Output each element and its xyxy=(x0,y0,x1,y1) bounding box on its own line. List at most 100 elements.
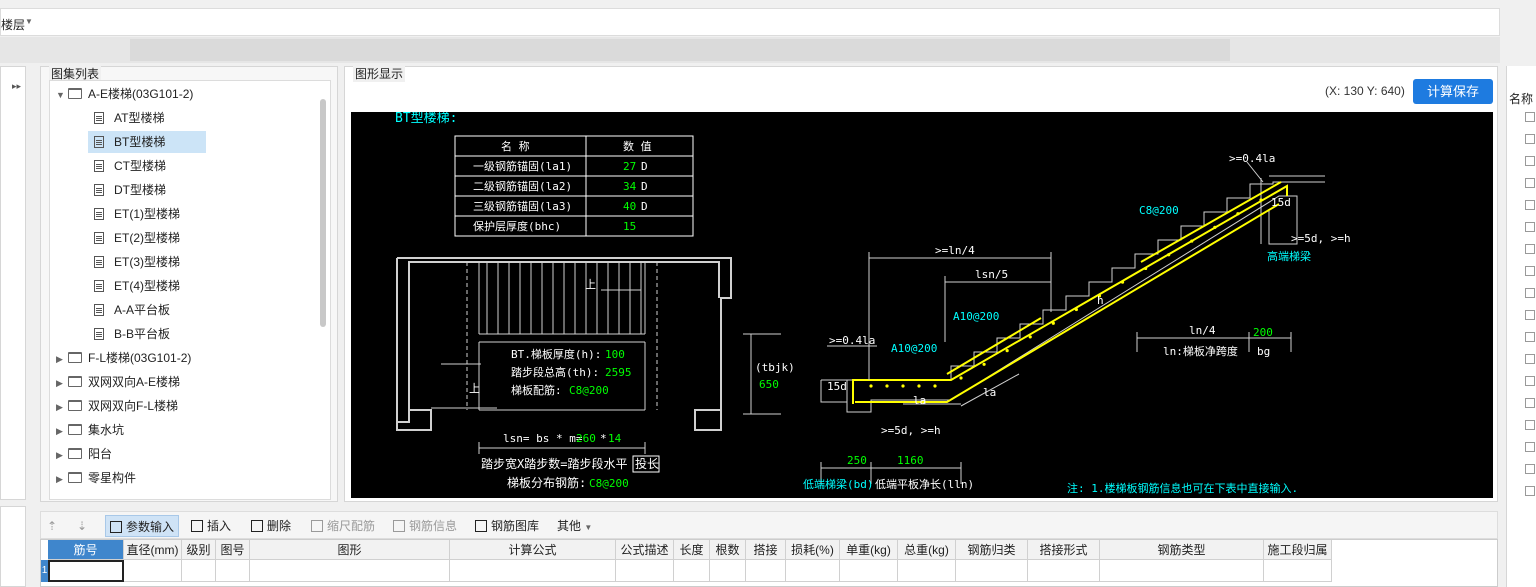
tree-doc-node[interactable]: ET(3)型楼梯 xyxy=(88,251,180,273)
tree-doc-node[interactable]: BT型楼梯 xyxy=(88,131,206,153)
grid-cell[interactable] xyxy=(746,560,786,582)
grid-cell[interactable] xyxy=(48,560,124,582)
tree-doc-node[interactable]: CT型楼梯 xyxy=(88,155,166,177)
other-menu-button[interactable]: 其他 ▼ xyxy=(557,515,592,537)
tree-doc-node[interactable]: AT型楼梯 xyxy=(88,107,164,129)
row-checkbox[interactable] xyxy=(1525,398,1535,408)
grid-cell[interactable] xyxy=(710,560,746,582)
grid-cell[interactable] xyxy=(674,560,710,582)
move-down-icon[interactable]: ⇣ xyxy=(77,519,88,533)
row-checkbox[interactable] xyxy=(1525,288,1535,298)
rebar-dot xyxy=(1236,212,1240,216)
grid-column-header[interactable]: 搭接形式 xyxy=(1028,540,1100,560)
row-checkbox[interactable] xyxy=(1525,464,1535,474)
grid-cell[interactable] xyxy=(1100,560,1264,582)
row-checkbox[interactable] xyxy=(1525,134,1535,144)
expand-right-icon[interactable]: ▶ xyxy=(56,354,63,364)
expand-right-icon[interactable]: ▶ xyxy=(56,426,63,436)
param-input-icon xyxy=(110,521,122,533)
grid-column-header[interactable]: 损耗(%) xyxy=(786,540,840,560)
grid-column-header[interactable]: 根数 xyxy=(710,540,746,560)
row-checkbox[interactable] xyxy=(1525,156,1535,166)
move-up-icon[interactable]: ⇡ xyxy=(47,519,58,533)
tree-doc-node[interactable]: A-A平台板 xyxy=(88,299,170,321)
tree-doc-node[interactable]: ET(4)型楼梯 xyxy=(88,275,180,297)
grid-column-header[interactable]: 钢筋类型 xyxy=(1100,540,1264,560)
row-checkbox[interactable] xyxy=(1525,310,1535,320)
tree-doc-node[interactable]: B-B平台板 xyxy=(88,323,170,345)
floor-selector[interactable]: 楼层 ▼ xyxy=(0,8,1500,36)
grid-column-header[interactable]: 钢筋归类 xyxy=(956,540,1028,560)
tree-folder-node[interactable]: ▼A-E楼梯(03G101-2) xyxy=(50,83,193,105)
tree-folder-node[interactable]: ▶集水坑 xyxy=(50,419,124,441)
row-checkbox[interactable] xyxy=(1525,332,1535,342)
grid-column-header[interactable]: 单重(kg) xyxy=(840,540,898,560)
row-checkbox[interactable] xyxy=(1525,222,1535,232)
row-checkbox[interactable] xyxy=(1525,266,1535,276)
grid-cell[interactable] xyxy=(616,560,674,582)
expand-down-icon[interactable]: ▼ xyxy=(56,90,65,100)
grid-column-header[interactable]: 图号 xyxy=(216,540,250,560)
expand-right-icon[interactable]: ▶ xyxy=(56,450,63,460)
grid-cell[interactable] xyxy=(898,560,956,582)
grid-column-header[interactable]: 图形 xyxy=(250,540,450,560)
grid-cell[interactable] xyxy=(956,560,1028,582)
drawing-note: 注: 1.楼梯板钢筋信息也可在下表中直接输入. xyxy=(1067,481,1298,495)
grid-cell[interactable] xyxy=(450,560,616,582)
table-header-name: 名 称 xyxy=(501,139,530,153)
delete-button[interactable]: 删除 xyxy=(251,515,291,537)
grid-column-header[interactable]: 总重(kg) xyxy=(898,540,956,560)
grid-cell[interactable] xyxy=(1028,560,1100,582)
tree-scrollbar[interactable] xyxy=(320,99,326,327)
chevron-down-icon[interactable]: ▼ xyxy=(25,17,33,26)
tree-folder-node[interactable]: ▶双网双向F-L楼梯 xyxy=(50,395,178,417)
expand-icon[interactable]: ▸▸ xyxy=(11,81,21,91)
grid-cell[interactable] xyxy=(786,560,840,582)
expand-right-icon[interactable]: ▶ xyxy=(56,474,63,484)
grid-column-header[interactable]: 直径(mm) xyxy=(124,540,182,560)
row-checkbox[interactable] xyxy=(1525,112,1535,122)
tree-folder-node[interactable]: ▶双网双向A-E楼梯 xyxy=(50,371,180,393)
tree-folder-node[interactable]: ▶零星构件 xyxy=(50,467,136,489)
grid-column-header[interactable]: 搭接 xyxy=(746,540,786,560)
row-checkbox[interactable] xyxy=(1525,376,1535,386)
row-checkbox[interactable] xyxy=(1525,178,1535,188)
expand-right-icon[interactable]: ▶ xyxy=(56,378,63,388)
grid-cell[interactable] xyxy=(124,560,182,582)
rebar-grid[interactable]: 筋号直径(mm)级别图号图形计算公式公式描述长度根数搭接损耗(%)单重(kg)总… xyxy=(40,539,1498,587)
tree-node-label: ET(2)型楼梯 xyxy=(114,231,181,245)
row-checkbox[interactable] xyxy=(1525,420,1535,430)
grid-column-header[interactable]: 计算公式 xyxy=(450,540,616,560)
folder-icon xyxy=(68,424,82,435)
tree-doc-node[interactable]: ET(2)型楼梯 xyxy=(88,227,180,249)
grid-cell[interactable] xyxy=(840,560,898,582)
grid-cell[interactable] xyxy=(1264,560,1332,582)
row-checkbox[interactable] xyxy=(1525,486,1535,496)
rebar-info-button[interactable]: 钢筋信息 xyxy=(393,515,457,537)
grid-cell[interactable] xyxy=(250,560,450,582)
grid-column-header[interactable]: 级别 xyxy=(182,540,216,560)
tree-folder-node[interactable]: ▶F-L楼梯(03G101-2) xyxy=(50,347,191,369)
row-checkbox[interactable] xyxy=(1525,354,1535,364)
expand-right-icon[interactable]: ▶ xyxy=(56,402,63,412)
row-checkbox[interactable] xyxy=(1525,442,1535,452)
grid-column-header[interactable]: 长度 xyxy=(674,540,710,560)
grid-cell[interactable] xyxy=(182,560,216,582)
insert-button[interactable]: 插入 xyxy=(191,515,231,537)
grid-column-header[interactable]: 公式描述 xyxy=(616,540,674,560)
row-checkbox[interactable] xyxy=(1525,244,1535,254)
row-checkbox[interactable] xyxy=(1525,200,1535,210)
tree-doc-node[interactable]: ET(1)型楼梯 xyxy=(88,203,180,225)
grid-column-header[interactable]: 筋号 xyxy=(48,540,124,560)
tree-folder-node[interactable]: ▶阳台 xyxy=(50,443,112,465)
tree-doc-node[interactable]: DT型楼梯 xyxy=(88,179,166,201)
scale-rebar-button[interactable]: 缩尺配筋 xyxy=(311,515,375,537)
grid-cell[interactable] xyxy=(216,560,250,582)
param-input-button[interactable]: 参数输入 xyxy=(105,515,180,537)
calculate-save-button[interactable]: 计算保存 xyxy=(1413,79,1493,104)
grid-column-header[interactable]: 施工段归属 xyxy=(1264,540,1332,560)
rebar-library-button[interactable]: 钢筋图库 xyxy=(475,515,539,537)
graphic-display-panel: 图形显示 (X: 130 Y: 640) 计算保存 BT型楼梯: 名 称 数 值… xyxy=(344,65,1498,502)
